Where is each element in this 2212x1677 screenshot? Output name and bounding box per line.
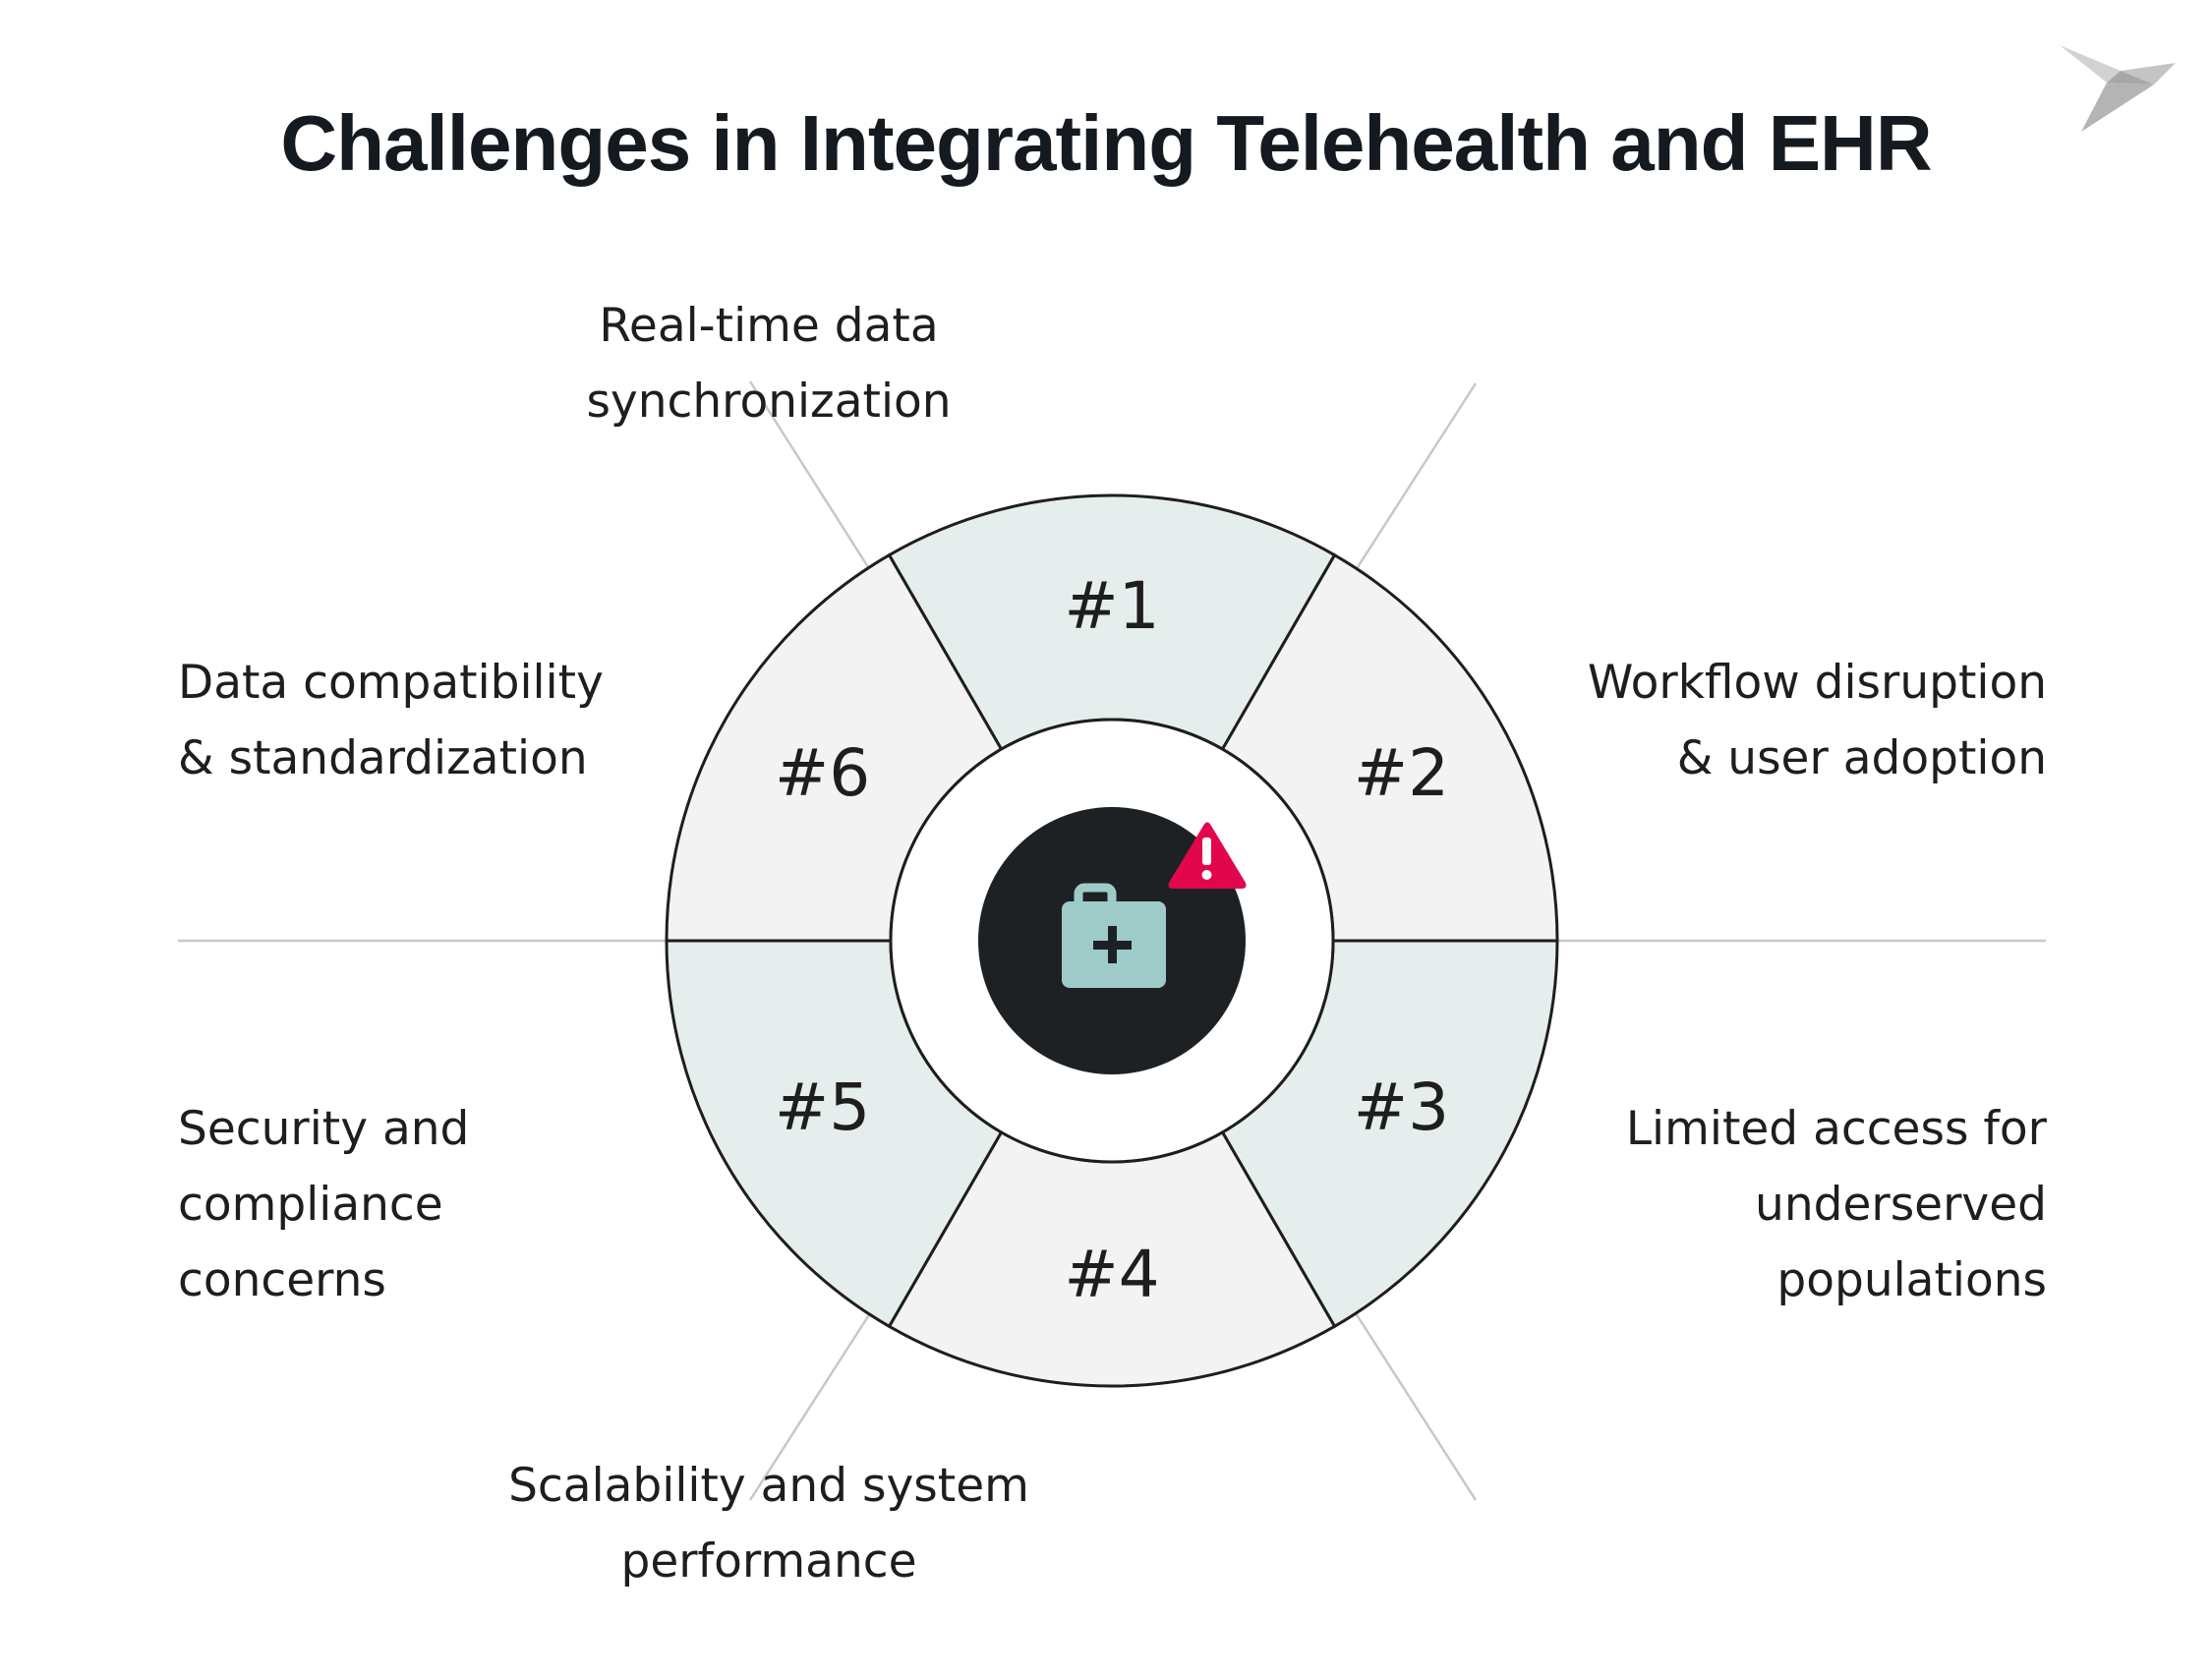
- medical-kit-icon: [1062, 883, 1166, 988]
- challenge-6-line-1: Data compatibility: [178, 656, 604, 710]
- segment-number-5: #5: [775, 1070, 870, 1145]
- challenge-2-line-2: & user adoption: [1676, 731, 2047, 785]
- challenge-4-line-2: performance: [620, 1534, 917, 1589]
- warning-icon: [1168, 822, 1247, 889]
- challenge-3-line-2: underserved: [1755, 1178, 2047, 1232]
- challenge-label-6: Data compatibility & standardization: [178, 645, 604, 796]
- challenge-4-line-1: Scalability and system: [508, 1459, 1029, 1513]
- challenge-label-2: Workflow disruption & user adoption: [1588, 645, 2047, 796]
- challenge-3-line-1: Limited access for: [1625, 1102, 2047, 1156]
- page-title: Challenges in Integrating Telehealth and…: [280, 99, 1932, 187]
- segment-number-6: #6: [775, 735, 870, 811]
- challenge-5-line-3: concerns: [178, 1253, 386, 1307]
- divider-diagonal-top-right: [1354, 382, 1478, 571]
- challenge-1-line-2: synchronization: [586, 375, 952, 429]
- segment-number-2: #2: [1354, 735, 1449, 811]
- challenge-5-line-1: Security and: [178, 1102, 470, 1156]
- challenge-label-1: Real-time data synchronization: [425, 288, 1113, 439]
- segment-number-3: #3: [1354, 1070, 1449, 1145]
- segment-number-4: #4: [1064, 1237, 1159, 1312]
- challenge-3-line-3: populations: [1776, 1253, 2047, 1307]
- challenge-5-line-2: compliance: [178, 1178, 443, 1232]
- divider-diagonal-bottom-right: [1354, 1312, 1478, 1501]
- divider-lines: [178, 380, 2046, 1501]
- segment-number-1: #1: [1064, 568, 1159, 644]
- challenge-6-line-2: & standardization: [178, 731, 588, 785]
- divider-diagonal-bottom-left: [748, 1312, 872, 1501]
- challenge-label-4: Scalability and system performance: [425, 1448, 1113, 1599]
- challenge-1-line-1: Real-time data: [599, 299, 939, 353]
- divider-diagonal-top-left: [748, 380, 872, 571]
- bird-logo-icon: [2060, 45, 2176, 132]
- challenge-label-3: Limited access for underserved populatio…: [1626, 1091, 2047, 1318]
- challenge-2-line-1: Workflow disruption: [1587, 656, 2047, 710]
- challenge-label-5: Security and compliance concerns: [178, 1091, 469, 1318]
